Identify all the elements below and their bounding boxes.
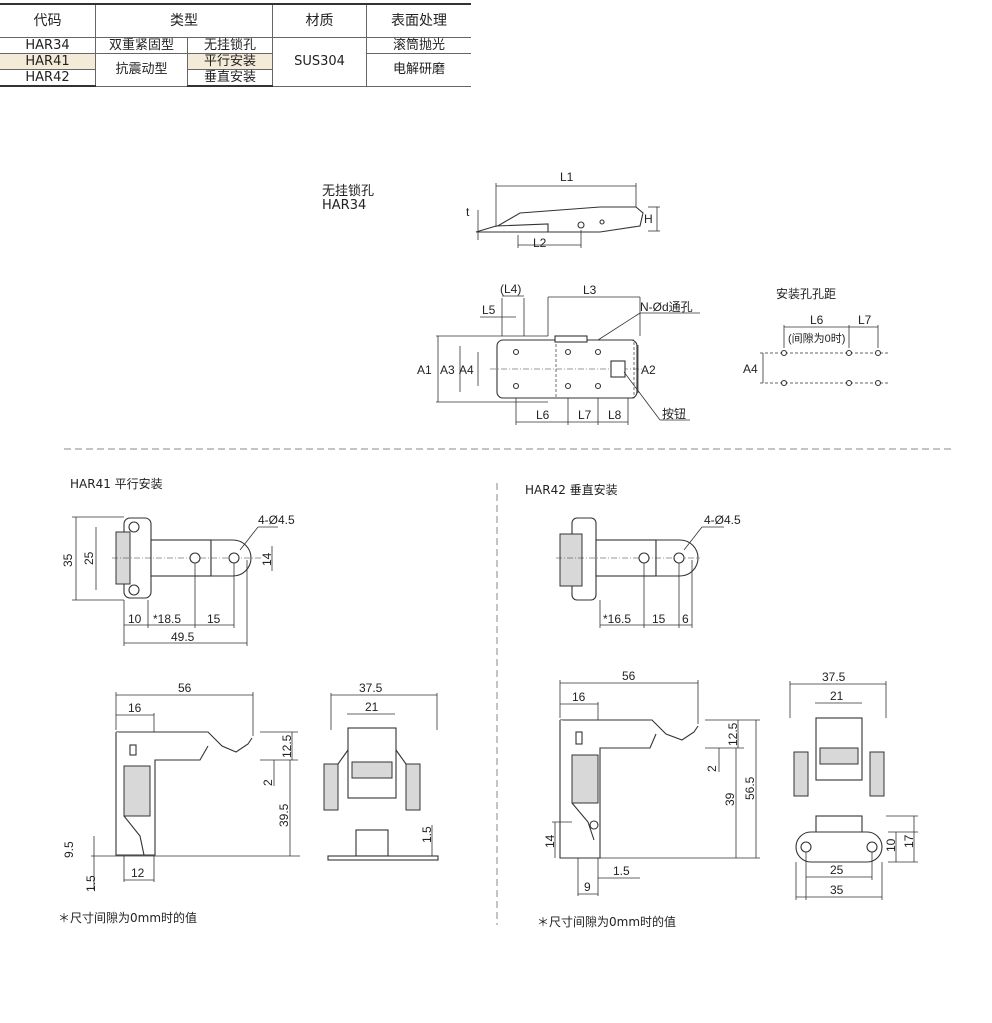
- dim-H: H: [644, 212, 653, 226]
- har41-dim-10: 10: [128, 612, 142, 626]
- dim-L3: L3: [583, 283, 597, 297]
- har34-side-view: L1 L2 H t: [466, 170, 660, 250]
- dim-L6: L6: [536, 408, 550, 422]
- har42-side-56: 56: [622, 669, 636, 683]
- mount-hole-diagram: L6 L7 (间隙为0时) A4: [743, 313, 888, 387]
- dim-L5: L5: [482, 303, 496, 317]
- row-type-b: 平行安装: [187, 53, 273, 70]
- har34-top-view: (L4) L5 L3 N-Ød通孔 A1 A3 A4 A2 L6 L7 L8 按…: [417, 282, 700, 425]
- dim-t: t: [466, 205, 470, 219]
- har41-top-view: 35 25 14 10 *18.5 15 49.5 4-Ø4.5: [61, 513, 295, 646]
- har41-dim-18-5: *18.5: [153, 612, 181, 626]
- mount-hole-title: 安装孔孔距: [776, 287, 837, 301]
- row-type-b: 垂直安装: [187, 69, 273, 87]
- row-code: HAR42: [0, 69, 96, 87]
- row-surface: 电解研磨: [366, 53, 471, 87]
- table-row: HAR34 双重紧固型 无挂锁孔 SUS304 滚筒抛光: [0, 37, 471, 87]
- spec-table: 代码 类型 材质 表面处理 HAR34 双重紧固型 无挂锁孔 SUS304 滚筒…: [0, 3, 471, 87]
- har42-end-view: 37.5 21 10 17 25 35: [789, 670, 918, 900]
- table-row: HAR42 垂直安装: [0, 69, 471, 87]
- har42-dim-16-5: *16.5: [603, 612, 631, 626]
- dim-A1: A1: [417, 363, 432, 377]
- har41-side-2: 2: [261, 779, 275, 786]
- har41-end-view: 37.5 21 1.5: [323, 681, 439, 861]
- har42-side-16: 16: [572, 690, 586, 704]
- har42-side-9: 9: [584, 880, 591, 894]
- row-surface: 滚筒抛光: [366, 37, 471, 54]
- har41-dim-15: 15: [207, 612, 221, 626]
- dim-L2: L2: [533, 236, 547, 250]
- har41-side-1-5: 1.5: [84, 875, 98, 892]
- har42-top-view: *16.5 15 6 4-Ø4.5: [556, 513, 741, 628]
- material-cell: SUS304: [272, 37, 367, 87]
- har42-end-17: 17: [902, 834, 916, 848]
- har41-side-12-5: 12.5: [280, 734, 294, 758]
- header-type: 类型: [95, 3, 273, 38]
- har42-end-35: 35: [830, 883, 844, 897]
- mount-note: (间隙为0时): [788, 331, 845, 345]
- dim-A4: A4: [459, 363, 474, 377]
- har34-title: 无挂锁孔: [322, 184, 375, 199]
- dim-L7: L7: [578, 408, 592, 422]
- har41-title: HAR41 平行安装: [70, 477, 163, 491]
- har42-holes: 4-Ø4.5: [704, 513, 741, 527]
- header-surface: 表面处理: [366, 3, 471, 38]
- har42-dim-15: 15: [652, 612, 666, 626]
- row-type-a: 双重紧固型: [95, 37, 188, 54]
- har41-end-1-5: 1.5: [420, 826, 434, 843]
- har42-dim-6: 6: [682, 612, 689, 626]
- dim-L8: L8: [608, 408, 622, 422]
- har42-side-39: 39: [723, 792, 737, 806]
- har41-dim-25: 25: [82, 551, 96, 565]
- dim-A3: A3: [440, 363, 455, 377]
- dim-L4: (L4): [500, 282, 521, 296]
- har42-note: ＊尺寸间隙为0mm时的值: [537, 915, 677, 929]
- button-label: 按钮: [662, 406, 686, 421]
- dim-L1: L1: [560, 170, 574, 184]
- table-header-row: 代码 类型 材质 表面处理: [0, 3, 471, 38]
- har42-side-14: 14: [543, 834, 557, 848]
- har42-side-2: 2: [705, 765, 719, 772]
- har42-side-view: 56 16 12.5 2 39 56.5 14 1.5 9: [543, 669, 760, 896]
- mount-A4: A4: [743, 362, 758, 376]
- dim-A2: A2: [641, 363, 656, 377]
- har41-side-16: 16: [128, 701, 142, 715]
- har41-end-37-5: 37.5: [359, 681, 383, 695]
- har41-side-56: 56: [178, 681, 192, 695]
- har42-title: HAR42 垂直安装: [525, 483, 618, 497]
- har34-code: HAR34: [322, 198, 367, 213]
- har42-end-25: 25: [830, 863, 844, 877]
- har41-holes: 4-Ø4.5: [258, 513, 295, 527]
- header-code: 代码: [0, 3, 96, 38]
- har41-dim-14: 14: [260, 552, 274, 566]
- har41-dim-35: 35: [61, 553, 75, 567]
- mount-L7: L7: [858, 313, 872, 327]
- row-type-a: 抗震动型: [95, 53, 188, 87]
- har41-side-39-5: 39.5: [277, 803, 291, 827]
- har42-side-12-5: 12.5: [726, 722, 740, 746]
- har42-side-56-5: 56.5: [743, 776, 757, 800]
- har41-side-view: 56 16 12.5 2 39.5 9.5 1.5 12: [62, 681, 300, 892]
- har42-end-37-5: 37.5: [822, 670, 846, 684]
- har42-side-1-5: 1.5: [613, 864, 630, 878]
- row-code: HAR41: [0, 53, 96, 70]
- har42-end-10: 10: [884, 838, 898, 852]
- har41-side-9-5: 9.5: [62, 841, 76, 858]
- mount-L6: L6: [810, 313, 824, 327]
- har41-side-12: 12: [131, 866, 145, 880]
- hole-note: N-Ød通孔: [640, 300, 693, 314]
- har41-note: ＊尺寸间隙为0mm时的值: [58, 911, 198, 925]
- table-row: HAR41 抗震动型 平行安装 电解研磨: [0, 53, 471, 87]
- har41-end-21: 21: [365, 700, 379, 714]
- har41-dim-49-5: 49.5: [171, 630, 195, 644]
- har42-end-21: 21: [830, 689, 844, 703]
